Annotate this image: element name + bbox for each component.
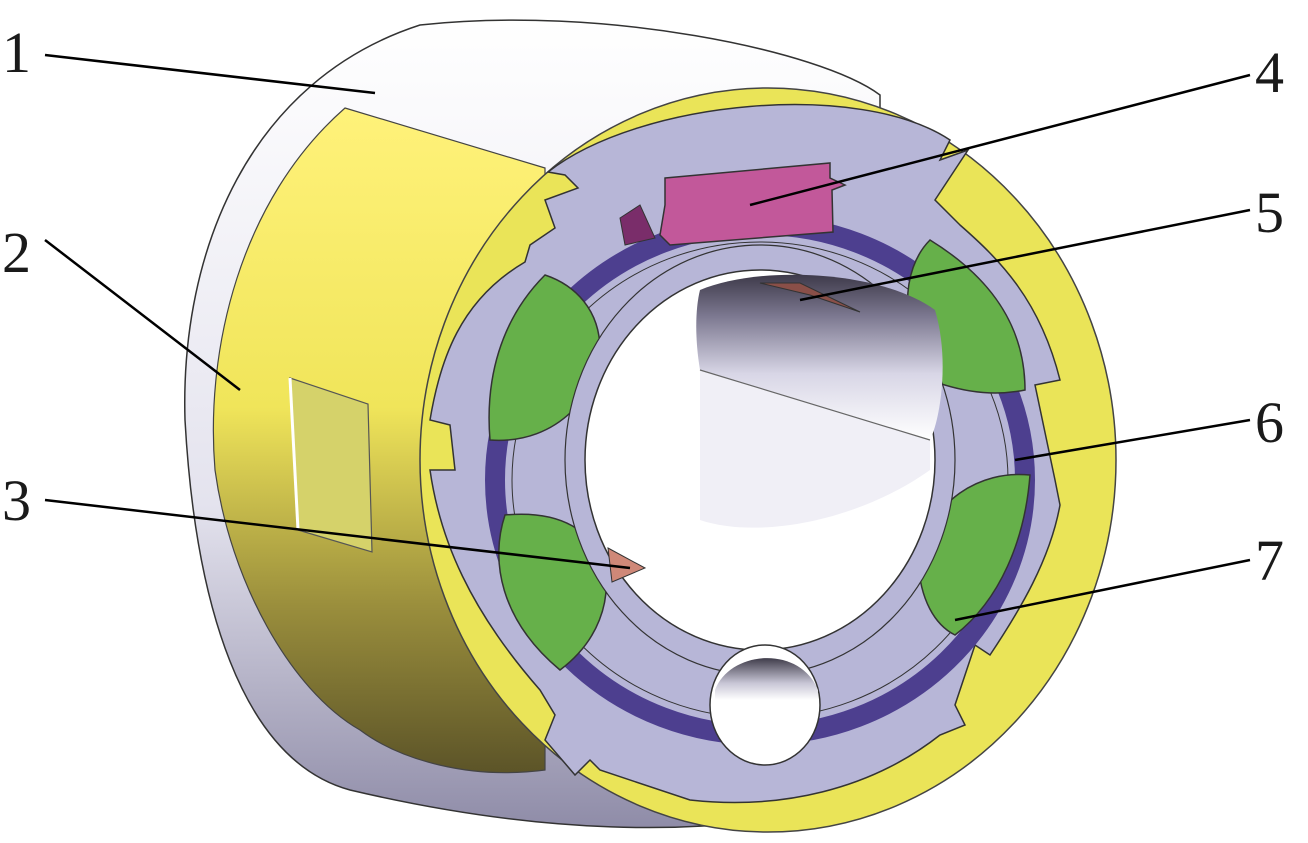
green-pole-upper-left [488,274,601,441]
leader-7 [954,558,1251,622]
callout-4: 4 [1255,40,1284,105]
leader-6 [1014,418,1251,462]
callout-labels: 1 2 3 4 5 6 7 [2,20,1284,593]
callout-1: 1 [2,20,31,85]
central-bore [584,269,943,651]
callout-6: 6 [1255,390,1284,455]
leader-lines [44,53,1251,622]
sleeve-window [289,377,373,553]
leader-4 [749,73,1251,207]
callout-3: 3 [2,468,31,533]
leader-5 [799,208,1251,302]
leader-2 [44,239,241,391]
salmon-part-top [759,282,861,313]
leader-1 [44,53,376,95]
callout-5: 5 [1255,180,1284,245]
callout-2: 2 [2,220,31,285]
callout-7: 7 [1255,528,1284,593]
leader-3 [44,498,631,570]
bottom-hole [709,644,821,766]
